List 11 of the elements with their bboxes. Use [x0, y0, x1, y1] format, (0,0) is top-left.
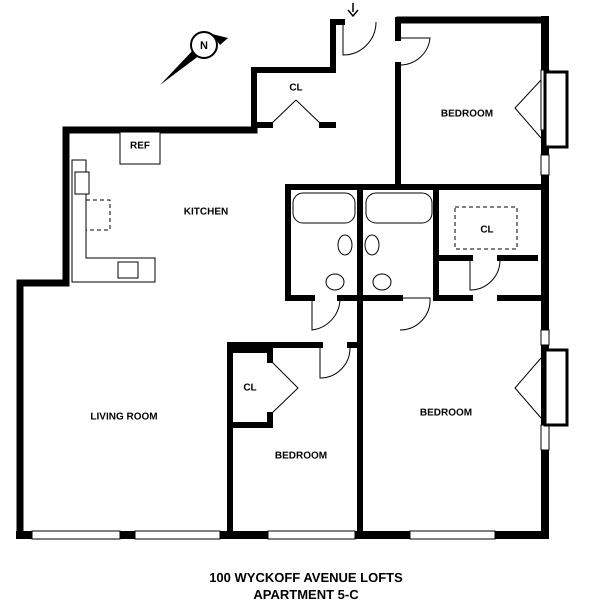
room-label: LIVING ROOM: [90, 412, 158, 422]
compass-letter: N: [200, 40, 208, 52]
room-label: BEDROOM: [274, 450, 328, 462]
room-label: BEDROOM: [420, 408, 472, 418]
room-label: CL: [289, 82, 303, 94]
plan-title: 100 WYCKOFF AVENUE LOFTS APARTMENT 5-C: [208, 569, 404, 603]
room-label: CL: [480, 224, 494, 236]
room-label: CL: [243, 382, 257, 394]
room-label: BEDROOM: [440, 108, 494, 120]
room-label: REF: [130, 140, 150, 152]
room-label: KITCHEN: [184, 206, 228, 218]
